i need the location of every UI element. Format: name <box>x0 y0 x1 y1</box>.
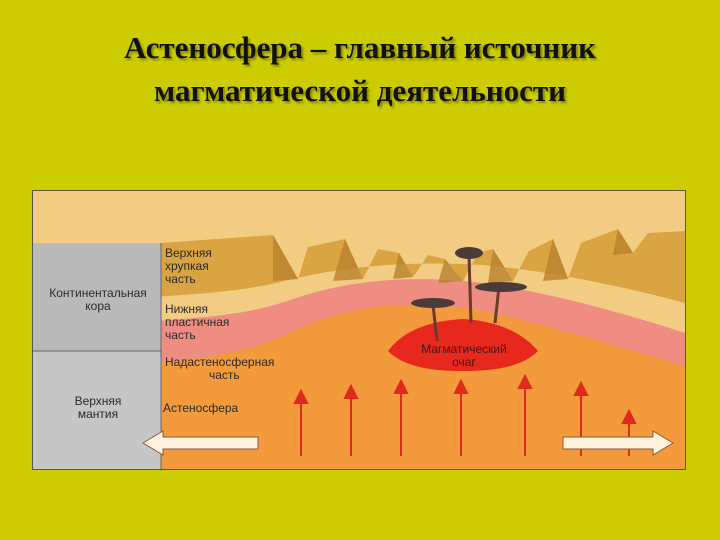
upper-brittle-label: Верхняя хрупкая часть <box>165 246 212 286</box>
lithosphere-diagram: Континентальная кора Верхняя мантия Верх… <box>32 190 686 470</box>
right-spreading-arrow <box>562 430 674 456</box>
volcano-cap-2 <box>455 247 483 259</box>
upper-brittle-layer <box>33 229 685 303</box>
slide-title: Астеносфера – главный источник магматиче… <box>0 26 720 112</box>
volcano-cap-1 <box>411 298 455 308</box>
upper-mantle-panel <box>33 351 161 469</box>
diagram-drawing <box>33 191 685 469</box>
fault-blocks-shading <box>273 229 633 283</box>
continental-crust-label: Континентальная кора <box>49 286 147 313</box>
upper-mantle-label: Верхняя мантия <box>74 394 122 421</box>
magma-chamber-label: Магматический очаг <box>421 342 507 369</box>
left-spreading-arrow <box>142 430 259 456</box>
supra-asthenosphere-label: Надастеносферная часть <box>165 355 275 382</box>
convection-arrows <box>293 373 637 456</box>
volcano-cap-3 <box>475 282 527 292</box>
volcanic-conduits <box>431 254 501 342</box>
lower-plastic-label: Нижняя пластичная часть <box>165 302 230 342</box>
asthenosphere-label: Астеносфера <box>163 401 239 415</box>
title-line-1: Астеносфера – главный источник <box>123 30 597 65</box>
title-line-2: магматической деятельности <box>154 73 566 108</box>
lower-plastic-layer <box>33 191 685 333</box>
continental-crust-panel <box>33 243 161 351</box>
magma-chamber <box>388 319 538 371</box>
